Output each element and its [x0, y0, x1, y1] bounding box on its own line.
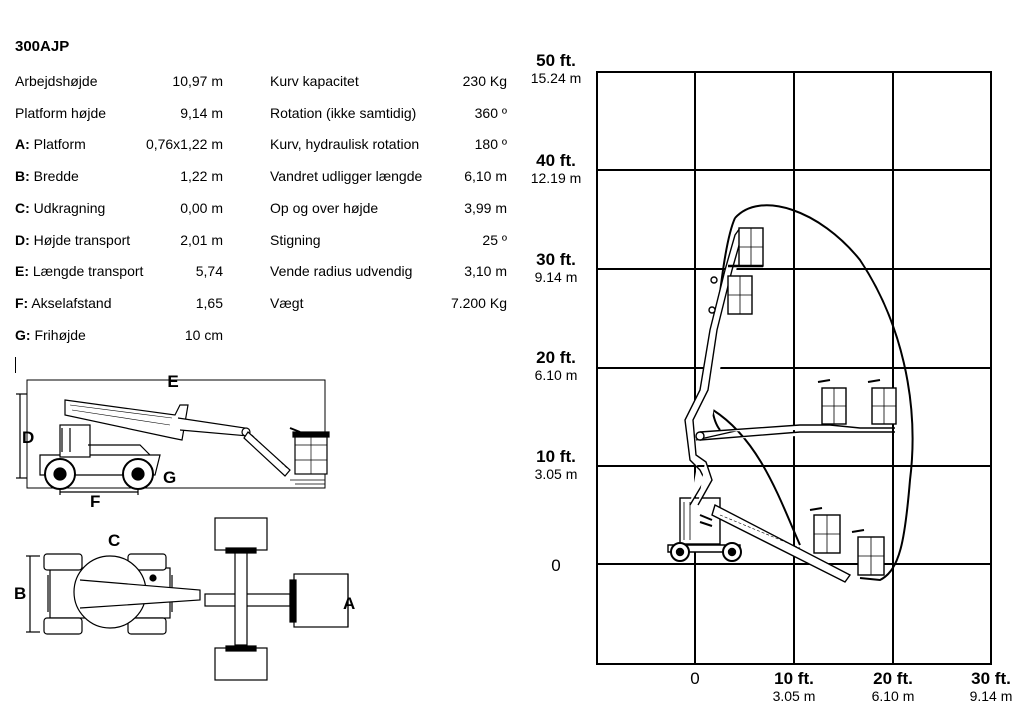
- jib-shape: [243, 431, 291, 477]
- spec-label: C: Udkragning: [15, 200, 106, 216]
- top-basket: [293, 573, 349, 628]
- dim-letter-c: C: [108, 531, 120, 550]
- spec-label: D: Højde transport: [15, 232, 131, 248]
- spec-label: G: Frihøjde: [15, 327, 86, 343]
- x-label-ft: 10 ft.: [774, 669, 814, 688]
- spec-label: Rotation (ikke samtidig): [270, 105, 417, 121]
- y-label-ft: 10 ft.: [536, 447, 576, 466]
- spec-label: Vægt: [270, 295, 304, 311]
- spec-value: 180 º: [474, 136, 507, 152]
- spec-label: Op og over højde: [270, 200, 379, 216]
- dim-letter-a: A: [343, 594, 355, 613]
- model-title: 300AJP: [15, 38, 70, 55]
- spec-value: 25 º: [482, 232, 507, 248]
- top-view-drawing: [26, 517, 349, 681]
- spec-value: 3,99 m: [464, 200, 507, 216]
- spec-value: 230 Kg: [462, 73, 507, 89]
- spec-value: 7.200 Kg: [450, 295, 507, 311]
- x-label-ft: 20 ft.: [873, 669, 913, 688]
- spec-value: 1,65: [195, 295, 223, 311]
- spec-value: 1,22 m: [180, 168, 223, 184]
- x-label-ft: 30 ft.: [971, 669, 1011, 688]
- x-label-m: 9.14 m: [970, 688, 1013, 704]
- spec-label: E: Længde transport: [15, 263, 144, 279]
- spec-value: 360 º: [474, 105, 507, 121]
- spec-value: 5,74: [195, 263, 223, 279]
- spec-value: 0,00 m: [180, 200, 223, 216]
- spec-value: 6,10 m: [464, 168, 507, 184]
- x-label-ft: 0: [690, 669, 699, 688]
- text-cursor: [15, 357, 16, 373]
- y-label-ft: 0: [551, 556, 560, 575]
- spec-label: Vende radius udvendig: [270, 263, 413, 279]
- top-jib-cross: [234, 549, 248, 646]
- dim-letter-f: F: [90, 492, 100, 511]
- dim-letter-e: E: [167, 372, 178, 391]
- spec-label: Vandret udligger længde: [270, 168, 423, 184]
- y-label-ft: 50 ft.: [536, 51, 576, 70]
- x-axis-labels: 0 10 ft. 3.05 m 20 ft. 6.10 m 30 ft. 9.1…: [690, 669, 1012, 704]
- range-baskets: [727, 227, 897, 576]
- spec-value: 10 cm: [184, 327, 223, 343]
- y-label-m: 15.24 m: [531, 70, 582, 86]
- x-label-m: 6.10 m: [872, 688, 915, 704]
- spec-label: Arbejdshøjde: [15, 73, 98, 89]
- y-label-m: 9.14 m: [535, 269, 578, 285]
- spec-value: 3,10 m: [464, 263, 507, 279]
- dim-letter-d: D: [22, 428, 34, 447]
- side-view-drawing: [16, 379, 330, 495]
- range-machine: [667, 227, 895, 583]
- working-range-grid: [596, 71, 992, 665]
- y-label-m: 6.10 m: [535, 367, 578, 383]
- spec-value: 9,14 m: [180, 105, 223, 121]
- spec-value: 10,97 m: [172, 73, 223, 89]
- spec-label: Platform højde: [15, 105, 107, 121]
- y-axis-labels: 50 ft. 15.24 m 40 ft. 12.19 m 30 ft. 9.1…: [531, 51, 582, 575]
- spec-label: Stigning: [270, 232, 321, 248]
- y-label-m: 12.19 m: [531, 170, 582, 186]
- x-label-m: 3.05 m: [773, 688, 816, 704]
- dim-letter-g: G: [163, 468, 176, 487]
- spec-value: 0,76x1,22 m: [145, 136, 223, 152]
- y-label-ft: 20 ft.: [536, 348, 576, 367]
- spec-label: Kurv kapacitet: [270, 73, 359, 89]
- y-label-ft: 40 ft.: [536, 151, 576, 170]
- spec-label: A: Platform: [15, 136, 86, 152]
- spec-value: 2,01 m: [180, 232, 223, 248]
- dim-letter-b: B: [14, 584, 26, 603]
- y-label-ft: 30 ft.: [536, 250, 576, 269]
- y-label-m: 3.05 m: [535, 466, 578, 482]
- spec-label: Kurv, hydraulisk rotation: [270, 136, 420, 152]
- spec-label: B: Bredde: [15, 168, 79, 184]
- spec-label: F: Akselafstand: [15, 295, 112, 311]
